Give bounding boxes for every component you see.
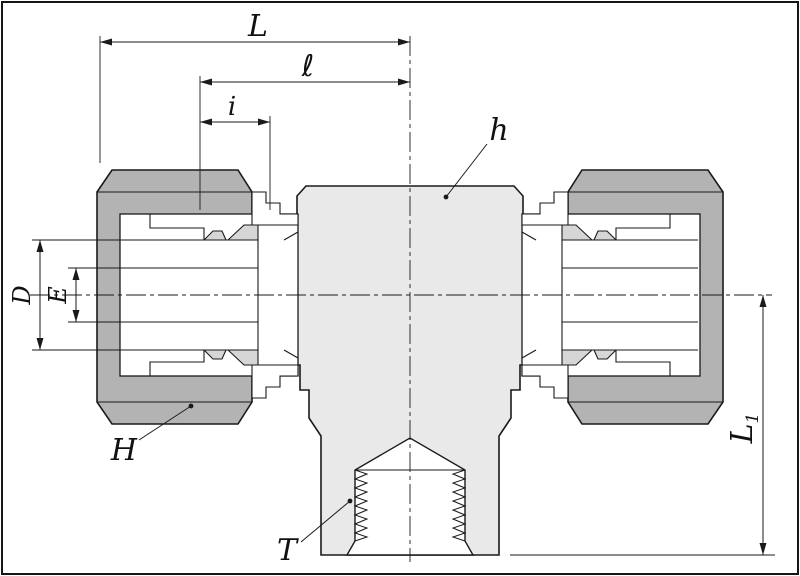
dimension-i: i	[200, 92, 271, 210]
dimension-D: D	[8, 239, 122, 351]
dim-ell-arrow-left	[200, 78, 212, 86]
right-entry-chamfer-bottom	[521, 349, 537, 359]
callout-h: h	[443, 113, 509, 200]
callout-T: T	[277, 498, 353, 568]
thread-right	[451, 469, 467, 542]
dimension-L: L	[99, 9, 410, 163]
label-T: T	[277, 533, 299, 568]
dim-E-arrow-top	[72, 268, 80, 280]
dim-i-arrow-left	[200, 118, 212, 126]
left-entry-chamfer-top	[283, 231, 299, 241]
label-L1: L1	[725, 413, 763, 445]
right-front-ferrule-bottom	[561, 349, 594, 366]
left-cavity-step-bottom	[149, 350, 205, 376]
leader-h-line	[445, 143, 488, 198]
right-back-ferrule-bottom	[593, 349, 618, 360]
left-front-ferrule-top	[226, 224, 259, 241]
label-h: h	[489, 113, 508, 148]
dim-L1-arrow-bottom	[759, 543, 767, 555]
left-engagement-steps-top	[251, 191, 299, 226]
right-front-ferrule-top	[561, 224, 594, 241]
dim-i-arrow-right	[258, 118, 270, 126]
thread-left	[353, 469, 369, 542]
label-H: H	[110, 433, 138, 468]
label-D: D	[8, 285, 36, 305]
dim-D-arrow-bottom	[36, 338, 44, 350]
leader-h-dot	[443, 194, 449, 200]
dim-E-arrow-bottom	[72, 310, 80, 322]
right-engagement-steps-top	[521, 191, 569, 226]
dim-L1-arrow-top	[759, 295, 767, 307]
right-engagement-steps-bottom	[521, 364, 569, 399]
right-entry-chamfer-top	[521, 231, 537, 241]
dim-L-arrow-left	[100, 38, 112, 46]
left-back-ferrule-bottom	[202, 349, 227, 360]
leader-T-line	[300, 500, 351, 543]
label-E: E	[44, 286, 72, 305]
left-fitting-end	[96, 169, 299, 425]
dimension-ell: ℓ	[199, 49, 410, 210]
dim-ell-arrow-right	[398, 78, 410, 86]
right-back-ferrule-top	[593, 230, 618, 241]
left-tube-and-ferrules	[122, 214, 299, 376]
right-fitting-end	[521, 169, 724, 425]
dimension-E: E	[44, 267, 122, 323]
left-front-ferrule-bottom	[226, 349, 259, 366]
label-ell: ℓ	[301, 49, 314, 84]
leader-H-line	[138, 405, 192, 441]
left-engagement-steps-bottom	[251, 364, 299, 399]
right-cavity-step-top	[615, 214, 671, 240]
label-i: i	[228, 92, 236, 122]
label-L: L	[247, 9, 268, 44]
left-cavity-step-top	[149, 214, 205, 240]
left-back-ferrule-top	[202, 230, 227, 241]
leader-T-dot	[347, 498, 353, 504]
dim-D-arrow-top	[36, 240, 44, 252]
dim-L-arrow-right	[398, 38, 410, 46]
left-entry-chamfer-bottom	[283, 349, 299, 359]
callout-H: H	[110, 403, 194, 468]
right-cavity-step-bottom	[615, 350, 671, 376]
dimension-L1: L1	[510, 295, 775, 556]
leader-H-dot	[188, 403, 194, 409]
